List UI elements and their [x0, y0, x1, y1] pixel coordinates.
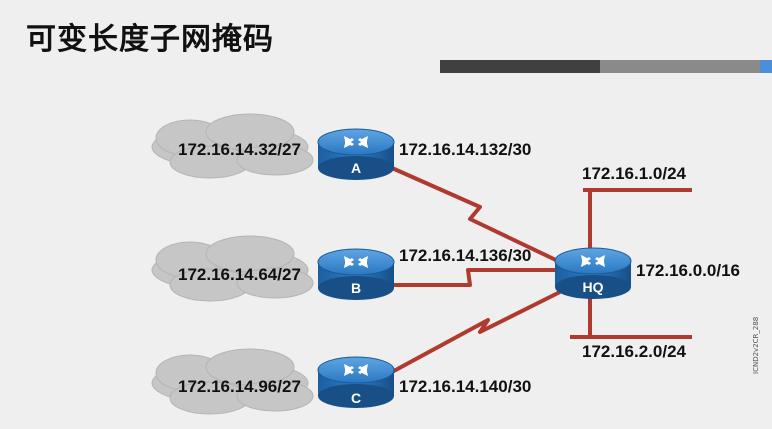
cloud-b [151, 235, 314, 302]
link-a-hq [391, 166, 561, 264]
hq-lan1-label: 172.16.1.0/24 [582, 164, 686, 183]
cloud-c [151, 348, 314, 415]
router-hq-name: HQ [582, 279, 604, 295]
link-c-hq [391, 290, 561, 374]
lan-c-label: 172.16.14.96/27 [178, 377, 301, 396]
router-a-name: A [350, 160, 362, 176]
header-bar-mid [600, 60, 760, 73]
header-bar-dark [440, 60, 600, 73]
header-bar-accent [760, 60, 772, 73]
router-c-name: C [350, 390, 362, 406]
router-b-name: B [350, 280, 362, 296]
link-b-hq [392, 268, 556, 287]
hq-summary-label: 172.16.0.0/16 [636, 261, 740, 280]
lan-b-label: 172.16.14.64/27 [178, 265, 301, 284]
hq-lan2-label: 172.16.2.0/24 [582, 342, 686, 361]
slide-code: ICND2v2CR_288 [752, 316, 760, 374]
wan-c-label: 172.16.14.140/30 [399, 377, 532, 396]
slide-title: 可变长度子网掩码 [26, 22, 274, 57]
wan-b-label: 172.16.14.136/30 [399, 246, 532, 265]
cloud-a [151, 113, 314, 179]
lan-a-label: 172.16.14.32/27 [178, 140, 301, 159]
wan-a-label: 172.16.14.132/30 [399, 140, 532, 159]
